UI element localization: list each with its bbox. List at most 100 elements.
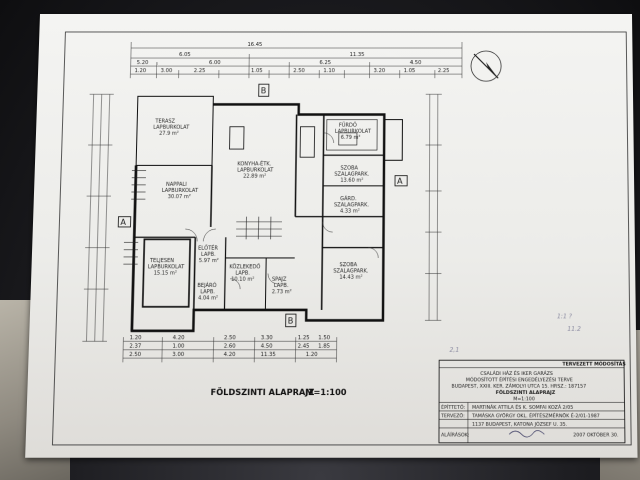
title-block: TERVEZETT MÓDOSÍTÁS CSALÁDI HÁZ ÉS IKER … [439, 359, 627, 443]
dim-bottom-row1-c: 2.50 [224, 335, 236, 341]
section-marker-b-top: B [259, 84, 269, 96]
section-marker-b-bottom: B [286, 314, 296, 327]
room-gard: GÁRD. SZALAGPARK. 4.33 m² [334, 195, 370, 215]
room-area: 13.60 m² [340, 178, 363, 184]
room-szoba-2: SZOBA SZALAGPARK. 14.43 m² [333, 262, 369, 281]
room-furdo: FÜRDŐ LAPBURKOLAT 6.79 m² [335, 122, 372, 141]
dim-top-row3-i: 2.25 [438, 68, 450, 74]
room-detail: LAPBURKOLAT [153, 125, 190, 131]
dim-bottom-row2-a: 2.37 [129, 343, 141, 349]
dim-top-row3-g: 3.20 [374, 68, 386, 74]
dim-bottom-row1-e: 1.25 [298, 335, 310, 341]
left-dimension-lines [82, 94, 113, 341]
title-block-value-3: 1137 BUDAPEST, KATONA JÓZSEF U. 35. [472, 420, 567, 427]
dim-top-row3-b: 3.00 [161, 68, 173, 74]
room-area: 10.10 m² [231, 277, 254, 283]
room-name: FÜRDŐ [339, 122, 357, 129]
room-konyha: KONYHA-ÉTK. LAPBURKOLAT 22.89 m² [237, 159, 274, 179]
dim-top-row2-d: 4.50 [410, 60, 422, 66]
room-name: ELŐTÉR [198, 243, 219, 251]
room-detail: LAPB. [235, 270, 250, 276]
room-nappali: NAPPALI LAPBURKOLAT 30.07 m² [162, 182, 199, 200]
room-name: SPAJZ [272, 277, 287, 283]
room-name: KONYHA-ÉTK. [237, 159, 272, 167]
room-teljesen: TELJESEN LAPBURKOLAT 15.15 m² [148, 258, 186, 277]
room-name: KÖZLEKEDŐ [229, 263, 260, 270]
dim-bottom-row1-f: 1.50 [318, 335, 330, 341]
room-area: 6.79 m² [341, 135, 361, 141]
room-terasz: TERASZ LAPBURKOLAT 27.9 m² [153, 119, 190, 137]
title-block-value-4: 2007 OKTÓBER 30. [573, 431, 618, 438]
room-detail: SZALAGPARK. [333, 268, 369, 274]
dim-bottom-row1-d: 3.30 [261, 335, 273, 341]
room-detail: LAPBURKOLAT [237, 167, 274, 173]
room-name: TELJESEN [149, 258, 175, 264]
title-block-value-2: TAMÁSKA GYÖRGY OKL. ÉPÍTÉSZMÉRNÖK É-2/01… [471, 411, 600, 419]
room-name: BEJÁRÓ [197, 282, 216, 289]
dim-bottom-row3-c: 4.20 [224, 352, 236, 358]
dim-overall: 16.45 [247, 42, 262, 48]
room-area: 4.33 m² [340, 208, 360, 214]
dim-top-row3-f: 1.10 [323, 68, 335, 74]
room-area: 15.15 m² [154, 270, 177, 276]
room-kozlekedo: KÖZLEKEDŐ LAPB. 10.10 m² [229, 263, 260, 283]
pencil-note-1: 1:1 ? [557, 313, 573, 320]
room-area: 30.07 m² [168, 194, 191, 200]
dim-bottom-row1-a: 1.20 [130, 335, 142, 341]
dim-bottom-row2-f: 1.85 [318, 343, 330, 349]
title-block-line-1: CSALÁDI HÁZ ÉS IKER GARÁZS [480, 369, 553, 377]
dim-top-row3-d: 1.05 [251, 68, 263, 74]
dim-top-row1-b: 11.35 [350, 52, 365, 58]
dim-bottom-row2-e: 2.45 [298, 343, 310, 349]
dim-bottom-row3-a: 2.50 [129, 352, 141, 358]
room-detail: LAPBURKOLAT [162, 188, 199, 194]
right-dimension-lines [425, 94, 442, 320]
dim-bottom-row2-c: 2.60 [224, 343, 236, 349]
room-detail: LAPBURKOLAT [148, 264, 186, 270]
title-block-label-4: ALÁÍRÁSOK: [441, 431, 470, 438]
title-block-header: TERVEZETT MÓDOSÍTÁS [562, 359, 625, 367]
room-detail: SZALAGPARK. [334, 202, 370, 208]
room-name: NAPPALI [166, 182, 187, 188]
room-name: SZOBA [340, 165, 358, 171]
room-detail: LAPB. [201, 252, 216, 258]
room-bejaro: BEJÁRÓ LAPB. 4.04 m² [197, 282, 218, 302]
room-szoba-1: SZOBA SZALAGPARK. 13.60 m² [334, 165, 369, 184]
drawing-scale: M=1:100 [305, 388, 347, 398]
dim-top-row3-e: 2.50 [293, 68, 305, 74]
floor-plan-drawing: 16.45 6.05 11.35 5.20 6.00 6.25 4.50 1.2… [25, 14, 637, 458]
dim-bottom-row2-b: 1.00 [172, 343, 184, 349]
room-detail: SZALAGPARK. [334, 172, 369, 178]
title-block-line-2: MÓDOSÍTOTT ÉPÍTÉSI ENGEDÉLYEZÉSI TERVE [466, 375, 573, 383]
room-area: 2.73 m² [272, 289, 292, 295]
room-area: 22.89 m² [243, 174, 266, 180]
dim-bottom-row3-e: 1.20 [306, 352, 318, 358]
room-eloter: ELŐTÉR LAPB. 5.97 m² [198, 243, 219, 264]
room-name: TERASZ [154, 119, 175, 125]
dim-bottom-row2-d: 4.50 [261, 343, 273, 349]
room-area: 4.04 m² [198, 295, 218, 301]
dim-bottom-row1-b: 4.20 [173, 335, 185, 341]
svg-text:A: A [120, 218, 126, 227]
pencil-note-2: 11.2 [567, 326, 581, 333]
room-detail: LAPB. [200, 289, 215, 295]
room-detail: LAPB. [274, 283, 289, 289]
dim-top-row1-a: 6.05 [179, 52, 191, 58]
room-area: 14.43 m² [339, 275, 362, 281]
dim-top-row3-c: 2.25 [194, 68, 206, 74]
drawing-title: FÖLDSZINTI ALAPRAJZ [210, 387, 314, 398]
blueprint-sheet: 16.45 6.05 11.35 5.20 6.00 6.25 4.50 1.2… [25, 14, 638, 458]
svg-text:A: A [397, 177, 403, 186]
section-marker-a-right: A [395, 176, 407, 186]
dim-bottom-row3-d: 11.35 [261, 352, 276, 358]
north-arrow-icon [471, 51, 501, 81]
pencil-note-3: 2,1 [449, 347, 459, 354]
dim-bottom-row3-b: 3.00 [172, 352, 184, 358]
title-block-line-5: M=1:100 [513, 396, 535, 402]
svg-text:B: B [261, 86, 267, 95]
title-block-label-2: TERVEZŐ: [440, 412, 465, 419]
section-marker-a-left: A [118, 217, 130, 227]
dim-top-row3-h: 1.05 [404, 68, 416, 74]
signature-scribble [509, 430, 544, 437]
